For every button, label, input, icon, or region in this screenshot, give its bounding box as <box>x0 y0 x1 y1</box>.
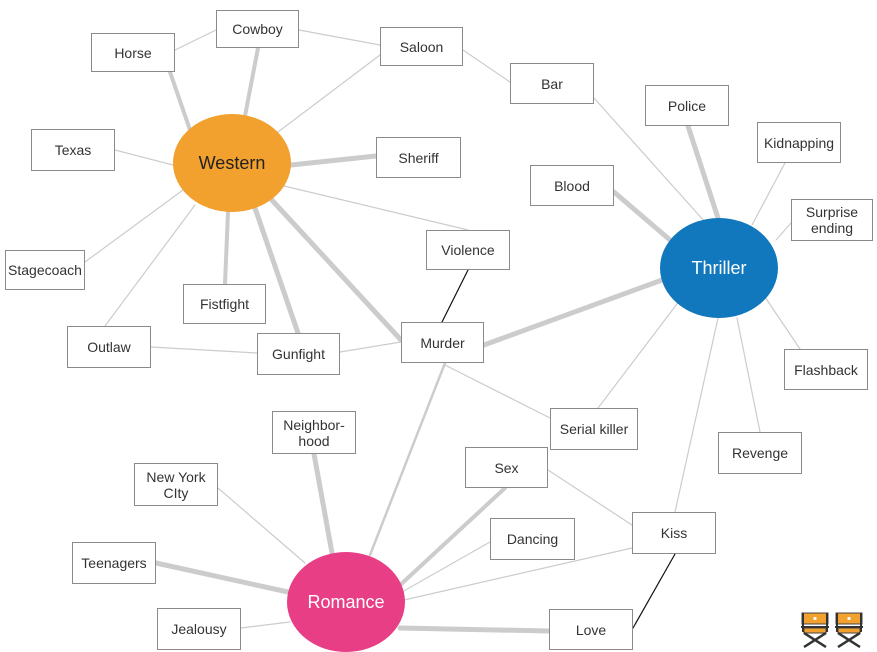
edge-thriller-kiss <box>674 317 719 513</box>
edge-romance-love <box>397 625 552 634</box>
hub-romance: Romance <box>287 552 405 652</box>
edge-western-sheriff <box>288 153 379 168</box>
hub-romance-label: Romance <box>307 591 385 612</box>
edge-western-outlaw <box>104 204 196 327</box>
node-gunfight: Gunfight <box>257 333 340 375</box>
edge-western-fistfight <box>223 210 230 286</box>
node-surprise-ending: Surprise ending <box>791 199 873 241</box>
node-neighborhood: Neighbor- hood <box>272 411 356 454</box>
edge-murder-thriller <box>481 277 665 348</box>
edge-western-violence <box>279 184 469 231</box>
edge-thriller-surprise-ending <box>775 222 792 241</box>
node-sex: Sex <box>465 447 548 488</box>
edge-romance-new-york-city <box>217 487 306 564</box>
edge-western-gunfight <box>252 205 301 336</box>
hub-thriller: Thriller <box>660 218 778 318</box>
hub-western-label: Western <box>198 152 266 173</box>
chair-left-icon <box>801 612 829 648</box>
edge-sex-kiss <box>547 469 633 526</box>
node-violence: Violence <box>426 230 510 270</box>
edge-murder-romance <box>368 361 447 557</box>
node-jealousy: Jealousy <box>157 608 241 650</box>
node-police: Police <box>645 85 729 126</box>
edge-western-stagecoach <box>84 189 184 263</box>
node-love: Love <box>549 609 633 650</box>
edge-cowboy-saloon <box>298 29 381 46</box>
edge-western-saloon <box>277 54 381 133</box>
edge-romance-teenagers <box>153 560 291 595</box>
edge-western-horse <box>168 70 192 132</box>
node-sheriff: Sheriff <box>376 137 461 178</box>
edge-bar-thriller <box>593 97 706 223</box>
edge-saloon-bar <box>462 49 511 83</box>
edge-thriller-flashback <box>764 296 801 350</box>
edge-romance-dancing <box>401 541 491 593</box>
node-stagecoach: Stagecoach <box>5 250 85 290</box>
node-fistfight: Fistfight <box>183 284 266 324</box>
edge-kiss-love <box>632 553 676 629</box>
edge-romance-jealousy <box>240 621 291 629</box>
edge-murder-serial-killer <box>444 364 551 419</box>
node-cowboy: Cowboy <box>216 10 299 48</box>
edge-western-murder <box>267 195 404 343</box>
edge-thriller-blood <box>611 189 673 243</box>
hub-western: Western <box>173 114 291 212</box>
edge-western-texas <box>114 149 174 166</box>
node-serial-killer: Serial killer <box>550 408 638 450</box>
node-murder: Murder <box>401 322 484 363</box>
directors-chairs-icon <box>801 612 863 648</box>
node-bar: Bar <box>510 63 594 104</box>
node-dancing: Dancing <box>490 518 575 560</box>
edge-thriller-revenge <box>736 317 761 433</box>
edge-thriller-serial-killer <box>597 299 681 409</box>
node-revenge: Revenge <box>718 432 802 474</box>
edge-thriller-kidnapping <box>751 162 786 226</box>
node-outlaw: Outlaw <box>67 326 151 368</box>
edge-outlaw-gunfight <box>150 346 258 354</box>
edge-thriller-police <box>685 123 721 221</box>
edge-horse-cowboy <box>174 29 217 51</box>
edge-western-cowboy <box>243 46 260 118</box>
node-blood: Blood <box>530 165 614 206</box>
edge-violence-murder <box>441 269 469 323</box>
edge-gunfight-murder <box>339 341 402 353</box>
node-kidnapping: Kidnapping <box>757 122 841 163</box>
edge-romance-sex <box>396 486 507 589</box>
node-flashback: Flashback <box>784 349 868 390</box>
chair-right-icon <box>835 612 863 648</box>
node-kiss: Kiss <box>632 512 716 554</box>
edge-romance-neighborhood <box>311 451 335 556</box>
node-saloon: Saloon <box>380 27 463 66</box>
node-texas: Texas <box>31 129 115 171</box>
node-teenagers: Teenagers <box>72 542 156 584</box>
hub-thriller-label: Thriller <box>691 257 747 278</box>
node-horse: Horse <box>91 33 175 72</box>
edge-romance-kiss <box>403 547 633 601</box>
node-new-york-city: New York CIty <box>134 463 218 506</box>
